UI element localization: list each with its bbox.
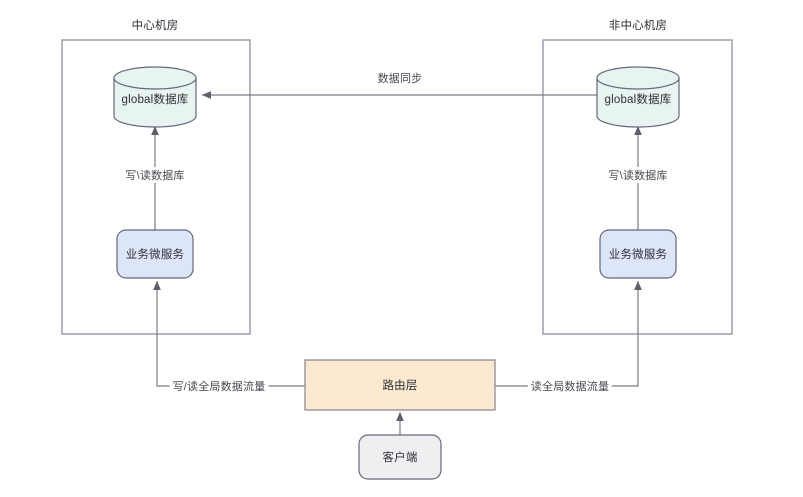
node-db-left[interactable] (113, 66, 197, 128)
node-svc-left[interactable] (116, 229, 194, 279)
node-label-client: 客户端 (382, 452, 418, 464)
edge-label-router-to-svc-right: 读全局数据流量 (527, 378, 613, 394)
edge-label-svc-right-to-db: 写\读数据库 (605, 167, 671, 183)
edge-label-svc-left-to-db: 写\读数据库 (122, 167, 188, 183)
edge-label-router-to-svc-left: 写/读全局数据流量 (169, 378, 269, 394)
node-label-db-right: global数据库 (604, 94, 672, 106)
node-label-router: 路由层 (382, 380, 418, 392)
node-router[interactable] (304, 359, 496, 411)
zone-title-non-center-room: 非中心机房 (608, 20, 668, 32)
node-label-db-left: global数据库 (121, 94, 189, 106)
zone-center-room (61, 39, 251, 335)
node-svc-right[interactable] (599, 229, 677, 279)
edge-label-db-sync: 数据同步 (374, 70, 426, 86)
zone-title-center-room: 中心机房 (131, 20, 179, 32)
node-client[interactable] (358, 434, 442, 480)
node-label-svc-right: 业务微服务 (608, 249, 668, 261)
node-label-svc-left: 业务微服务 (125, 249, 185, 261)
node-db-right[interactable] (596, 66, 680, 128)
